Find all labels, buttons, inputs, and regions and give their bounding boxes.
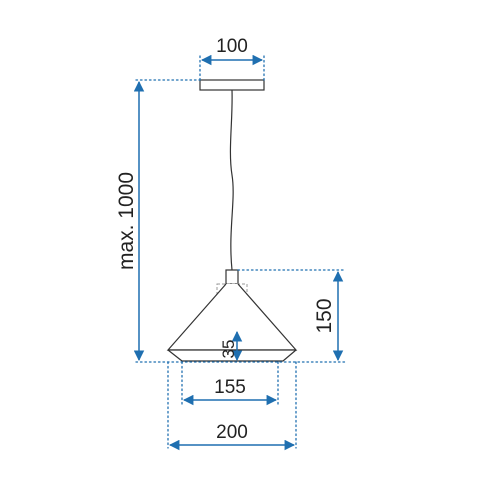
label-socket-height: 35: [219, 340, 238, 359]
label-outer-diameter: 200: [216, 422, 248, 443]
suspension-cable: [229, 89, 234, 271]
label-canopy-width: 100: [216, 36, 248, 57]
dimension-arrows: [133, 54, 344, 451]
label-inner-diameter: 155: [214, 377, 246, 398]
lamp-outline: [166, 79, 298, 362]
ceiling-canopy: [199, 79, 265, 91]
label-shade-height: 150: [313, 298, 336, 333]
extension-lines: [135, 55, 347, 449]
label-max-length: max. 1000: [115, 172, 138, 270]
socket-cap: [225, 269, 239, 285]
